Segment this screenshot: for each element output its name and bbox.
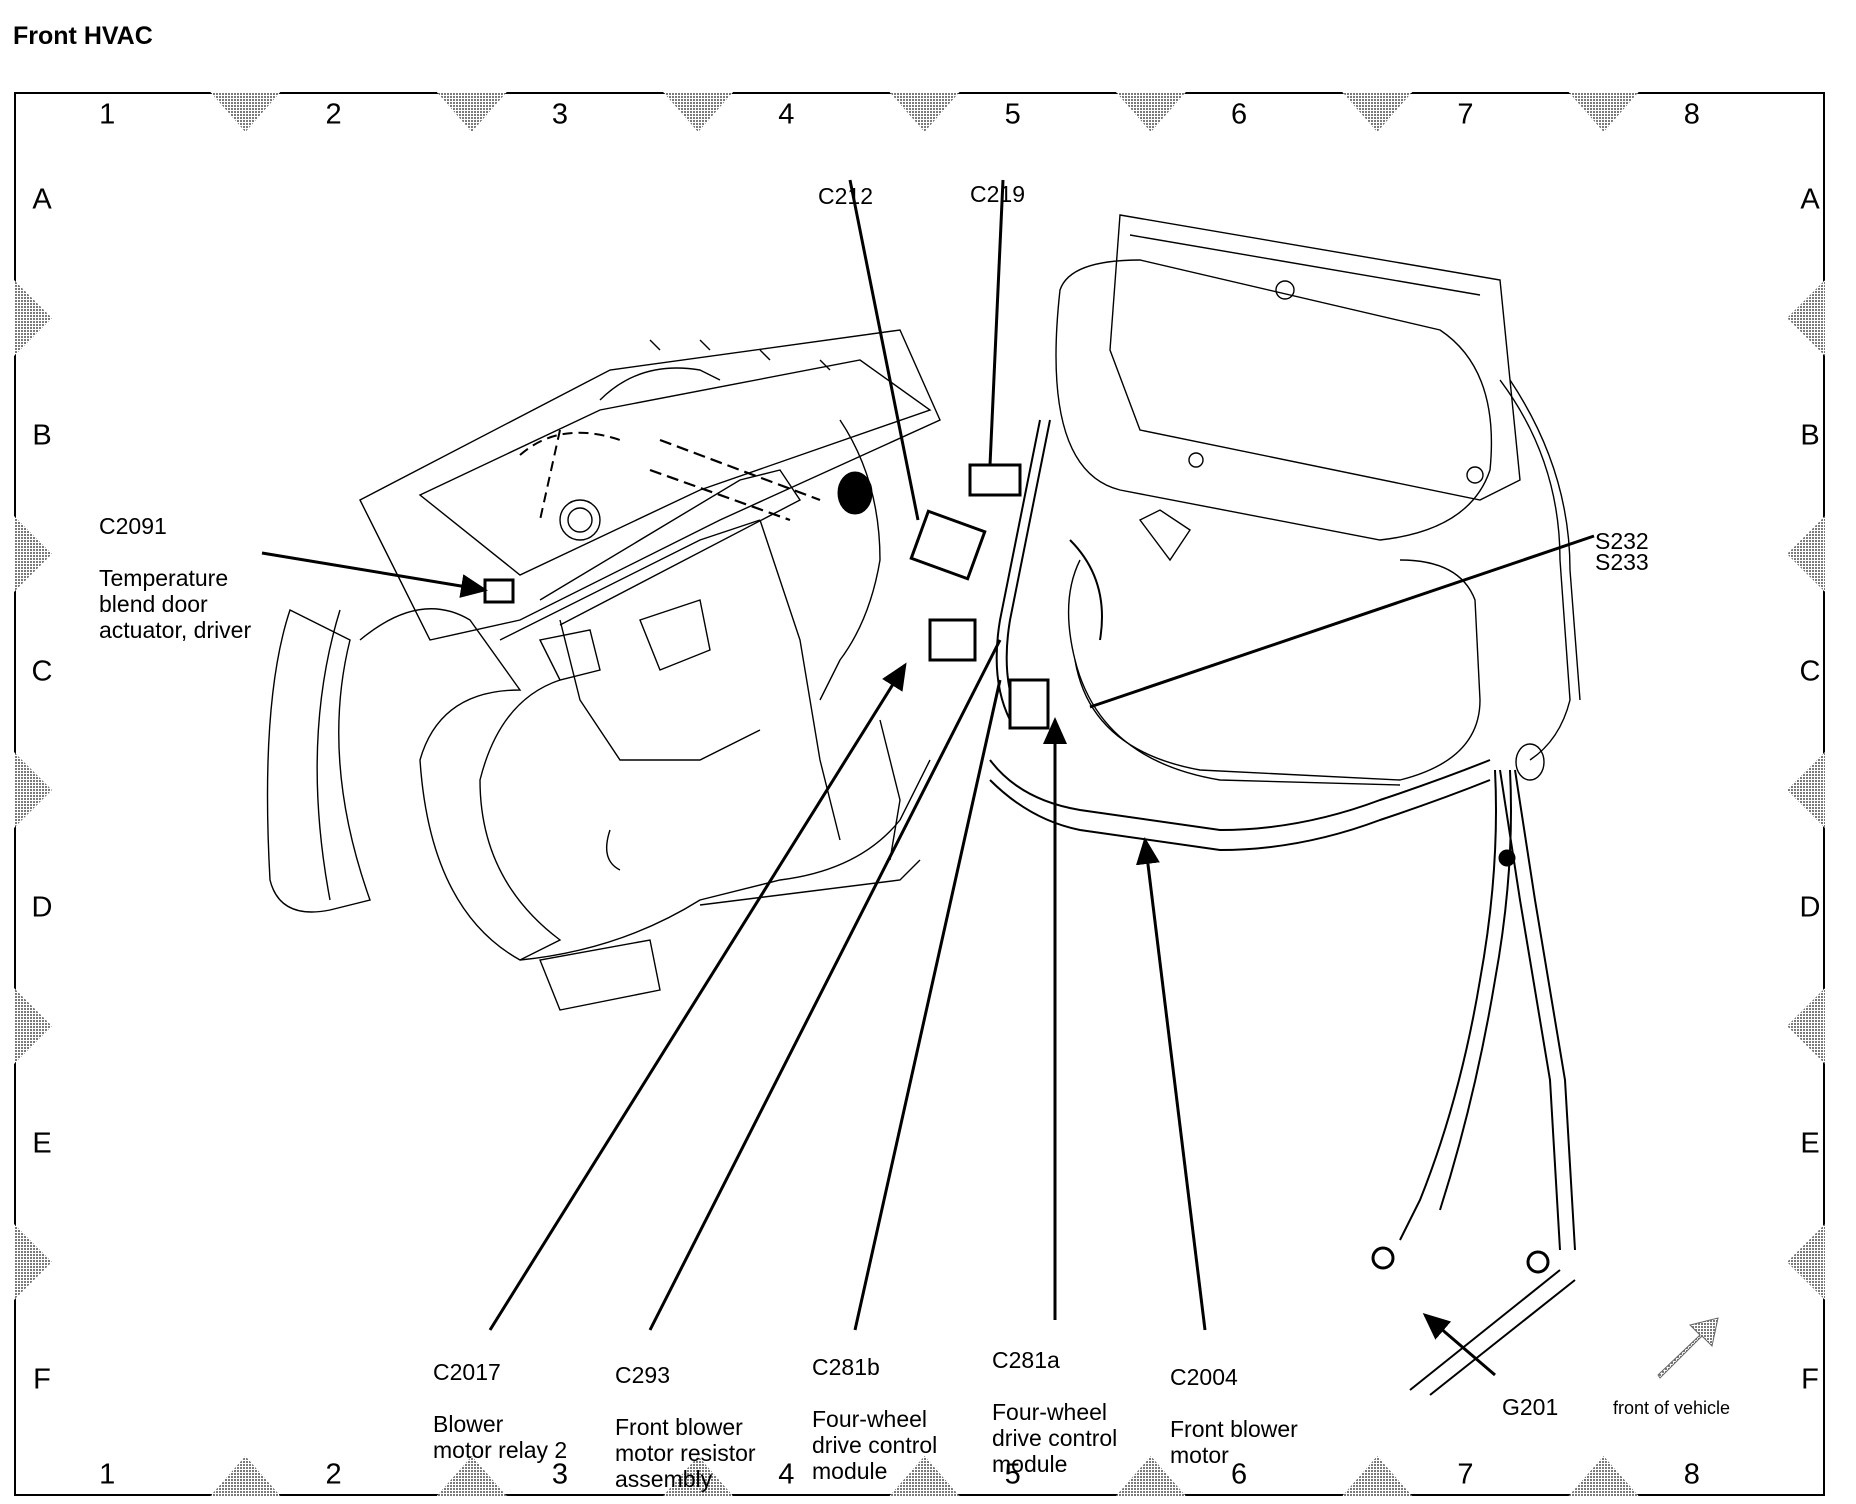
zone-marker-top: [889, 92, 960, 132]
callout-code: C212: [818, 183, 873, 209]
grid-row-label-right: A: [1800, 183, 1820, 216]
callout-description: Front blower motor: [1170, 1416, 1298, 1468]
grid-column-label-bottom: 6: [1230, 1458, 1248, 1491]
grid-column-label-top: 2: [325, 98, 342, 131]
front-of-vehicle-arrow-icon: [1657, 1317, 1719, 1379]
callout-description: Front blower motor resistor assembly: [615, 1414, 756, 1492]
grid-zone-markers: [14, 92, 1825, 1496]
leader-c293: [648, 639, 1002, 1331]
grid-column-label-top: 6: [1230, 98, 1248, 131]
grid-row-label-left: A: [32, 183, 52, 216]
zone-marker-top: [663, 92, 734, 132]
callout-c2017: C2017 Blower motor relay 2: [433, 1333, 567, 1463]
grid-column-label-bottom: 4: [778, 1458, 795, 1491]
blower-housing-right: [1055, 214, 1581, 786]
zone-marker-top: [436, 92, 507, 132]
callout-c281b: C281b Four-wheel drive control module: [812, 1328, 937, 1484]
grid-column-label-bottom: 3: [551, 1458, 569, 1491]
callout-code: C293: [615, 1362, 670, 1388]
grid-column-label-top: 4: [778, 98, 795, 131]
zone-marker-left: [14, 516, 52, 592]
callout-s232-s233: S232 S233: [1595, 510, 1649, 575]
grid-column-label-top: 3: [551, 98, 569, 131]
grid-column-label-bottom: 7: [1457, 1458, 1474, 1491]
zone-marker-right: [1787, 752, 1825, 828]
grid-row-label-right: D: [1799, 891, 1821, 924]
grid-row-label-right: E: [1800, 1127, 1820, 1160]
zone-marker-right: [1787, 280, 1825, 356]
leader-c212: [848, 179, 920, 521]
zone-marker-bottom: [1115, 1456, 1186, 1496]
grid-column-label-bottom: 2: [325, 1458, 342, 1491]
grid-row-label-right: B: [1800, 419, 1820, 452]
zone-marker-top: [1342, 92, 1413, 132]
zone-marker-bottom: [1568, 1456, 1639, 1496]
callout-code: C2091: [99, 513, 167, 539]
callout-description: Four-wheel drive control module: [992, 1399, 1118, 1477]
zone-marker-right: [1787, 1224, 1825, 1300]
grid-row-label-right: C: [1799, 655, 1821, 688]
callout-code: G201: [1502, 1394, 1559, 1420]
grid-column-label-bottom: 8: [1683, 1458, 1700, 1491]
leader-g201: [1422, 1313, 1496, 1377]
grid-row-label-left: B: [32, 419, 52, 452]
hvac-housing-left: [266, 329, 941, 1011]
callout-description: Blower motor relay 2: [433, 1411, 568, 1463]
callout-description: Temperature blend door actuator, driver: [99, 565, 252, 643]
grid-row-label-left: E: [32, 1127, 52, 1160]
grid-row-label-left: F: [33, 1363, 51, 1396]
zone-marker-bottom: [1342, 1456, 1413, 1496]
leader-c219: [988, 179, 1005, 466]
callout-code: C2004: [1170, 1364, 1238, 1390]
grid-row-label-right: F: [1801, 1363, 1819, 1396]
leader-c2004: [1136, 837, 1207, 1331]
callout-code: C2017: [433, 1359, 501, 1385]
zone-marker-top: [210, 92, 281, 132]
grid-column-label-bottom: 5: [1004, 1458, 1021, 1491]
callout-code: S232 S233: [1595, 528, 1649, 575]
zone-marker-bottom: [663, 1456, 734, 1496]
callout-code: C281a: [992, 1347, 1060, 1373]
callout-code: C281b: [812, 1354, 880, 1380]
grid-column-label-bottom: 1: [99, 1458, 116, 1491]
callout-c219: C219: [970, 155, 1025, 207]
zone-marker-right: [1787, 516, 1825, 592]
grid-column-label-top: 8: [1683, 98, 1700, 131]
zone-marker-bottom: [210, 1456, 281, 1496]
leader-c2017: [488, 662, 907, 1331]
callout-g201: G201: [1502, 1368, 1558, 1420]
grid-row-label-left: D: [31, 891, 53, 924]
grid-column-label-top: 5: [1004, 98, 1021, 131]
zone-marker-bottom: [889, 1456, 960, 1496]
callout-c293: C293 Front blower motor resistor assembl…: [615, 1336, 756, 1492]
wiring-harness: [989, 419, 1576, 1396]
zone-marker-left: [14, 988, 52, 1064]
zone-marker-right: [1787, 988, 1825, 1064]
callout-description: Four-wheel drive control module: [812, 1406, 938, 1484]
front-of-vehicle-label: front of vehicle: [1613, 1398, 1731, 1418]
leader-c2091: [261, 551, 488, 598]
grid-column-label-top: 1: [99, 98, 116, 131]
callout-c2091: C2091 Temperature blend door actuator, d…: [99, 487, 251, 643]
leader-lines: [261, 179, 1595, 1377]
grid-row-label-left: C: [31, 655, 53, 688]
zone-marker-left: [14, 1224, 52, 1300]
zone-marker-left: [14, 752, 52, 828]
zone-marker-bottom: [436, 1456, 507, 1496]
zone-marker-top: [1115, 92, 1186, 132]
leader-c281b: [853, 679, 1002, 1331]
zone-marker-top: [1568, 92, 1639, 132]
callout-c212: C212: [818, 157, 873, 209]
connector-blocks: [483, 463, 1550, 1274]
leader-s232: [1089, 534, 1595, 709]
page-title: Front HVAC: [13, 22, 153, 50]
callout-code: C219: [970, 181, 1025, 207]
callout-c281a: C281a Four-wheel drive control module: [992, 1321, 1117, 1477]
zone-marker-left: [14, 280, 52, 356]
grid-column-label-top: 7: [1457, 98, 1474, 131]
callout-c2004: C2004 Front blower motor: [1170, 1338, 1298, 1468]
